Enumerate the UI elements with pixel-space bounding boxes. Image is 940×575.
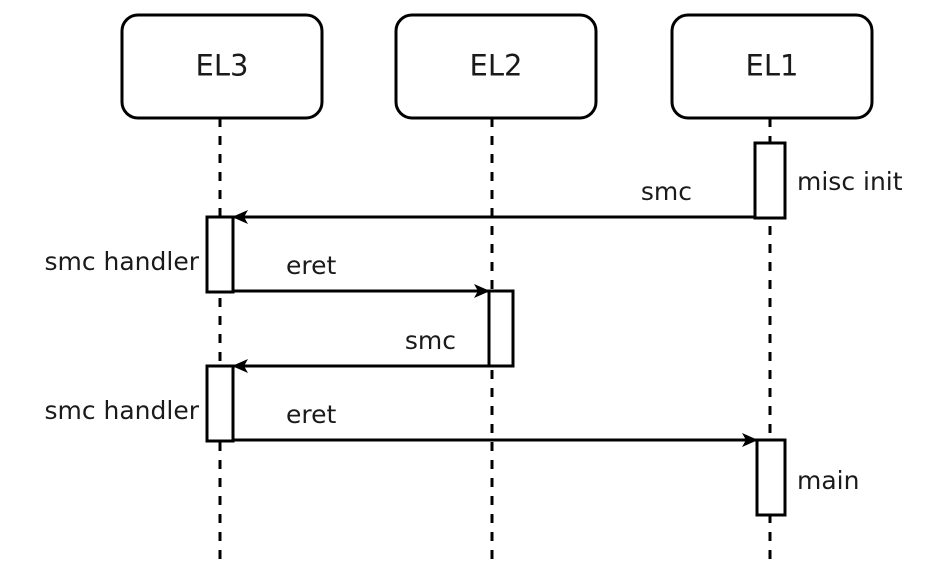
note-smc-handler-2: smc handler (44, 396, 199, 425)
annotations-group: misc init smc handler smc handler main (44, 167, 902, 495)
message-label-msg-smc-1: smc (641, 177, 692, 206)
lifeline-box-el3 (120, 13, 324, 120)
message-msg-smc-1[interactable]: smc (232, 177, 755, 224)
activation-el2-smc[interactable] (487, 289, 515, 368)
activation-el3-smc-handler-1[interactable] (205, 215, 235, 294)
lifeline-box-el1 (670, 13, 874, 120)
message-msg-eret-2[interactable]: eret (233, 400, 758, 447)
lifeline-label-el3: EL3 (196, 49, 249, 83)
message-label-msg-eret-1: eret (286, 251, 336, 280)
activation-el1-main[interactable] (755, 438, 787, 517)
message-label-msg-eret-2: eret (286, 400, 336, 429)
lifeline-heads-group: EL3 EL2 EL1 (120, 13, 874, 120)
activation-el1-misc-init[interactable] (753, 141, 787, 220)
activation-el3-smc-handler-2[interactable] (205, 364, 235, 443)
note-smc-handler-1: smc handler (44, 247, 199, 276)
activation-boxes-group (205, 141, 787, 517)
message-msg-smc-2[interactable]: smc (232, 326, 489, 373)
lifeline-head-el2[interactable]: EL2 (394, 13, 598, 120)
message-label-msg-smc-2: smc (405, 326, 456, 355)
note-main: main (797, 466, 859, 495)
lifeline-label-el2: EL2 (470, 49, 523, 83)
lifeline-box-el2 (394, 13, 598, 120)
lifeline-head-el3[interactable]: EL3 (120, 13, 324, 120)
message-msg-eret-1[interactable]: eret (233, 251, 490, 298)
messages-group: smc eret smc eret (232, 177, 758, 447)
lifeline-label-el1: EL1 (746, 49, 799, 83)
lifeline-head-el1[interactable]: EL1 (670, 13, 874, 120)
note-misc-init: misc init (797, 167, 903, 196)
